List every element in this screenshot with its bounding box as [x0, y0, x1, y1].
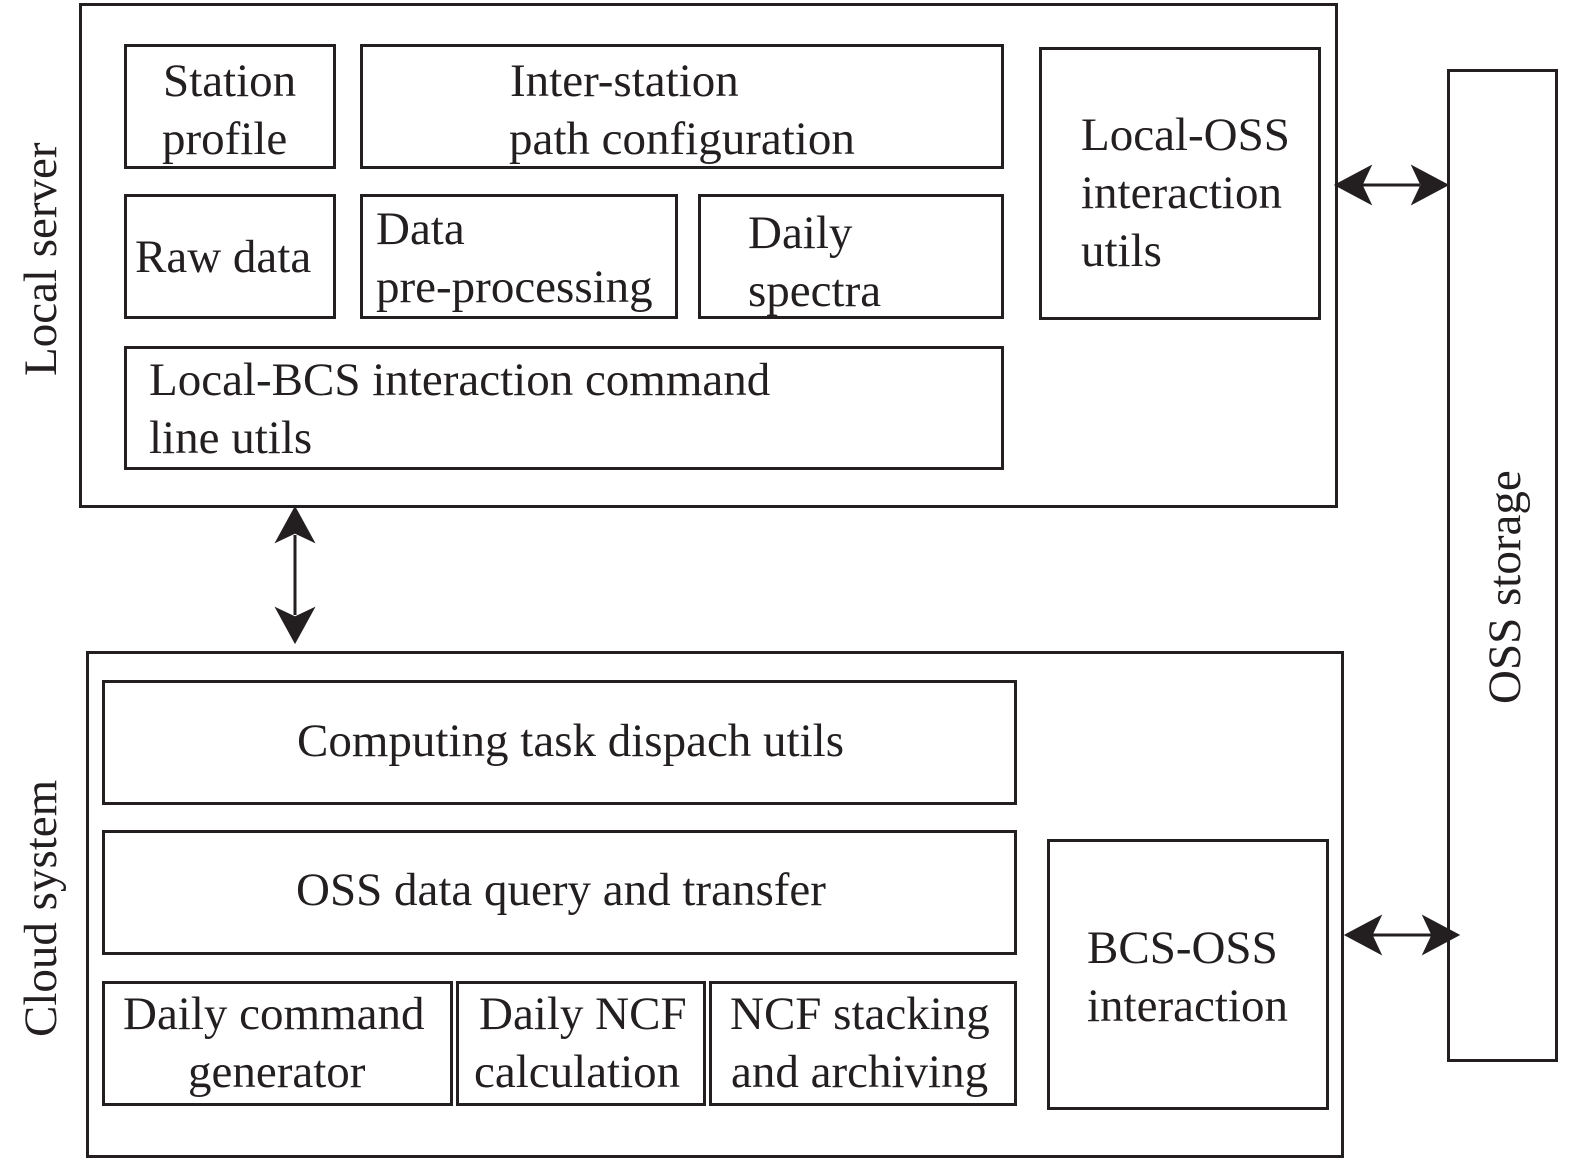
data-preprocessing-box: Data pre-processing — [360, 194, 678, 319]
oss-storage-box — [1447, 69, 1558, 1062]
station-profile-line1: Station — [163, 55, 297, 107]
local-oss-line3: utils — [1081, 225, 1162, 277]
station-profile-line2: profile — [162, 113, 288, 165]
local-cloud-arrow-up-head — [274, 505, 316, 544]
inter-station-line2: path configuration — [509, 113, 855, 165]
local-oss-utils-box: Local-OSS interaction utils — [1039, 47, 1321, 320]
bcs-oss-line1: BCS-OSS — [1087, 922, 1278, 974]
daily-spectra-box: Daily spectra — [698, 194, 1004, 319]
local-bcs-line1: Local-BCS interaction command — [149, 354, 771, 406]
cmd-gen-line2: generator — [188, 1046, 366, 1098]
local-oss-arrow-right-head — [1410, 164, 1450, 206]
local-oss-arrow-left-head — [1333, 164, 1373, 206]
cmd-gen-line1: Daily command — [123, 988, 425, 1040]
preprocessing-line1: Data — [376, 203, 465, 255]
daily-command-generator-box: Daily command generator — [102, 981, 453, 1106]
raw-data-box: Raw data — [124, 194, 336, 319]
oss-query-transfer-box: OSS data query and transfer — [102, 830, 1017, 955]
bcs-oss-arrow-left-head — [1343, 914, 1383, 956]
ncf-calc-line2: calculation — [474, 1046, 681, 1098]
inter-station-path-box: Inter-station path configuration — [360, 44, 1004, 169]
ncf-calc-line1: Daily NCF — [479, 988, 687, 1040]
bcs-oss-interaction-box: BCS-OSS interaction — [1047, 839, 1329, 1110]
ncf-stacking-box: NCF stacking and archiving — [709, 981, 1017, 1106]
bcs-oss-arrow-right-head — [1421, 914, 1461, 956]
daily-spectra-line2: spectra — [748, 265, 882, 317]
station-profile-box: Station profile — [124, 44, 336, 169]
local-oss-line2: interaction — [1081, 167, 1282, 219]
raw-data-text: Raw data — [135, 231, 312, 283]
ncf-stack-line1: NCF stacking — [730, 988, 990, 1040]
ncf-stack-line2: and archiving — [731, 1046, 989, 1098]
bcs-oss-line2: interaction — [1087, 980, 1288, 1032]
preprocessing-line2: pre-processing — [376, 261, 653, 313]
task-dispatch-text: Computing task dispach utils — [297, 715, 845, 767]
local-bcs-cli-box: Local-BCS interaction command line utils — [124, 346, 1004, 470]
daily-spectra-line1: Daily — [748, 207, 853, 259]
inter-station-line1: Inter-station — [510, 55, 739, 107]
oss-query-text: OSS data query and transfer — [296, 864, 826, 916]
local-oss-line1: Local-OSS — [1081, 109, 1290, 161]
daily-ncf-calculation-box: Daily NCF calculation — [456, 981, 706, 1106]
local-cloud-arrow-down-head — [274, 606, 316, 645]
task-dispatch-box: Computing task dispach utils — [102, 680, 1017, 805]
local-bcs-line2: line utils — [149, 412, 313, 464]
